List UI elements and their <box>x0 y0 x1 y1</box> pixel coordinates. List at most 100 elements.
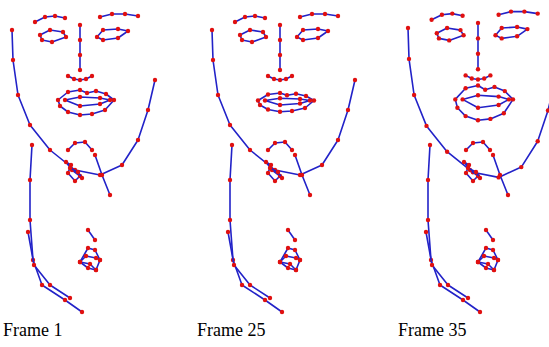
landmark-dot <box>295 35 299 39</box>
landmark-dot <box>93 248 97 252</box>
landmark-dot <box>290 109 294 113</box>
landmark-dot <box>466 296 470 300</box>
landmark-dot <box>86 246 90 250</box>
landmark-dot <box>298 258 302 262</box>
landmark-dot <box>10 28 14 32</box>
landmark-dot <box>294 92 298 96</box>
landmark-dot <box>437 36 441 40</box>
landmark-dot <box>264 35 268 39</box>
landmark-dot <box>464 171 468 175</box>
landmark-dot <box>458 28 462 32</box>
landmark-dot <box>481 140 485 144</box>
landmark-dot <box>301 28 305 32</box>
landmark-dot <box>248 28 252 32</box>
landmark-dot <box>336 14 340 18</box>
profile-mouth <box>280 262 296 270</box>
landmark-dot <box>123 12 127 16</box>
landmark-dot <box>298 15 302 19</box>
landmark-dot <box>536 139 540 143</box>
profile-eyebrow <box>466 142 490 150</box>
landmark-dot <box>463 86 467 90</box>
nose-bridge <box>477 23 479 69</box>
landmark-dot <box>95 35 99 39</box>
landmark-dot <box>286 266 290 270</box>
eyebrow <box>35 16 65 22</box>
landmark-dot <box>326 29 330 33</box>
landmark-dot <box>446 283 450 287</box>
landmark-dot <box>278 103 282 107</box>
profile-mouth <box>80 248 100 270</box>
landmark-dot <box>453 97 457 101</box>
landmark-dot <box>280 176 284 180</box>
landmark-dot <box>447 38 451 42</box>
landmark-dot <box>38 33 42 37</box>
landmark-dot <box>108 193 112 197</box>
landmark-dot <box>66 110 70 114</box>
landmark-dot <box>101 38 105 42</box>
outer-lip <box>58 90 114 115</box>
eyebrow <box>432 14 463 20</box>
landmark-dot <box>250 40 254 44</box>
landmark-dot <box>84 254 88 258</box>
inner-lip <box>463 95 509 108</box>
landmark-dot <box>210 28 214 32</box>
landmark-dot <box>78 260 82 264</box>
landmark-dot <box>78 104 82 108</box>
landmark-dot <box>266 107 270 111</box>
landmark-dot <box>498 173 502 177</box>
landmark-dot <box>243 15 247 19</box>
landmark-dot <box>73 179 77 183</box>
landmark-dot <box>476 67 480 71</box>
landmark-dot <box>301 38 305 42</box>
landmark-dot <box>98 96 102 100</box>
landmark-dot <box>476 260 480 264</box>
nose-bridge <box>279 25 281 70</box>
landmark-dot <box>136 14 140 18</box>
landmark-dot <box>43 15 47 19</box>
landmark-dot <box>496 103 500 107</box>
landmark-dot <box>63 98 67 102</box>
landmark-dot <box>66 90 70 94</box>
landmark-dot <box>90 148 94 152</box>
landmark-dot <box>474 170 478 174</box>
landmark-dot <box>263 298 267 302</box>
landmark-dot <box>85 91 89 95</box>
landmark-dot <box>56 98 60 102</box>
landmark-dot <box>294 268 298 272</box>
landmark-dot <box>304 94 308 98</box>
landmark-dot <box>486 262 490 266</box>
landmark-dot <box>258 103 262 107</box>
landmark-dot <box>450 11 454 15</box>
landmark-dot <box>126 29 130 33</box>
landmark-dot <box>78 68 82 72</box>
landmark-dot <box>476 118 480 122</box>
landmark-dot <box>300 173 304 177</box>
landmark-dot <box>424 124 428 128</box>
landmark-dot <box>293 248 297 252</box>
landmark-dot <box>476 52 480 56</box>
profile-eyebrow <box>68 142 92 150</box>
landmark-dot <box>462 160 466 164</box>
profile-mouth <box>80 256 100 262</box>
landmark-dot <box>90 112 94 116</box>
landmark-dot <box>308 98 312 102</box>
landmark-dot <box>506 193 510 197</box>
landmark-dot <box>278 91 282 95</box>
landmark-dot <box>136 138 140 142</box>
landmark-dot <box>461 298 465 302</box>
landmark-dot <box>278 53 282 57</box>
landmark-dot <box>278 78 282 82</box>
landmark-dot <box>94 268 98 272</box>
landmark-dot <box>48 148 52 152</box>
landmark-dot <box>310 12 314 16</box>
landmark-dot <box>263 16 267 20</box>
landmark-dot <box>273 179 277 183</box>
landmark-dot <box>493 33 497 37</box>
landmark-dot <box>94 256 98 260</box>
profile-cheek <box>95 155 110 195</box>
landmark-dot <box>80 176 84 180</box>
profile-eye <box>270 168 282 178</box>
jaw-contour <box>12 30 155 175</box>
profile-eye <box>66 162 80 181</box>
